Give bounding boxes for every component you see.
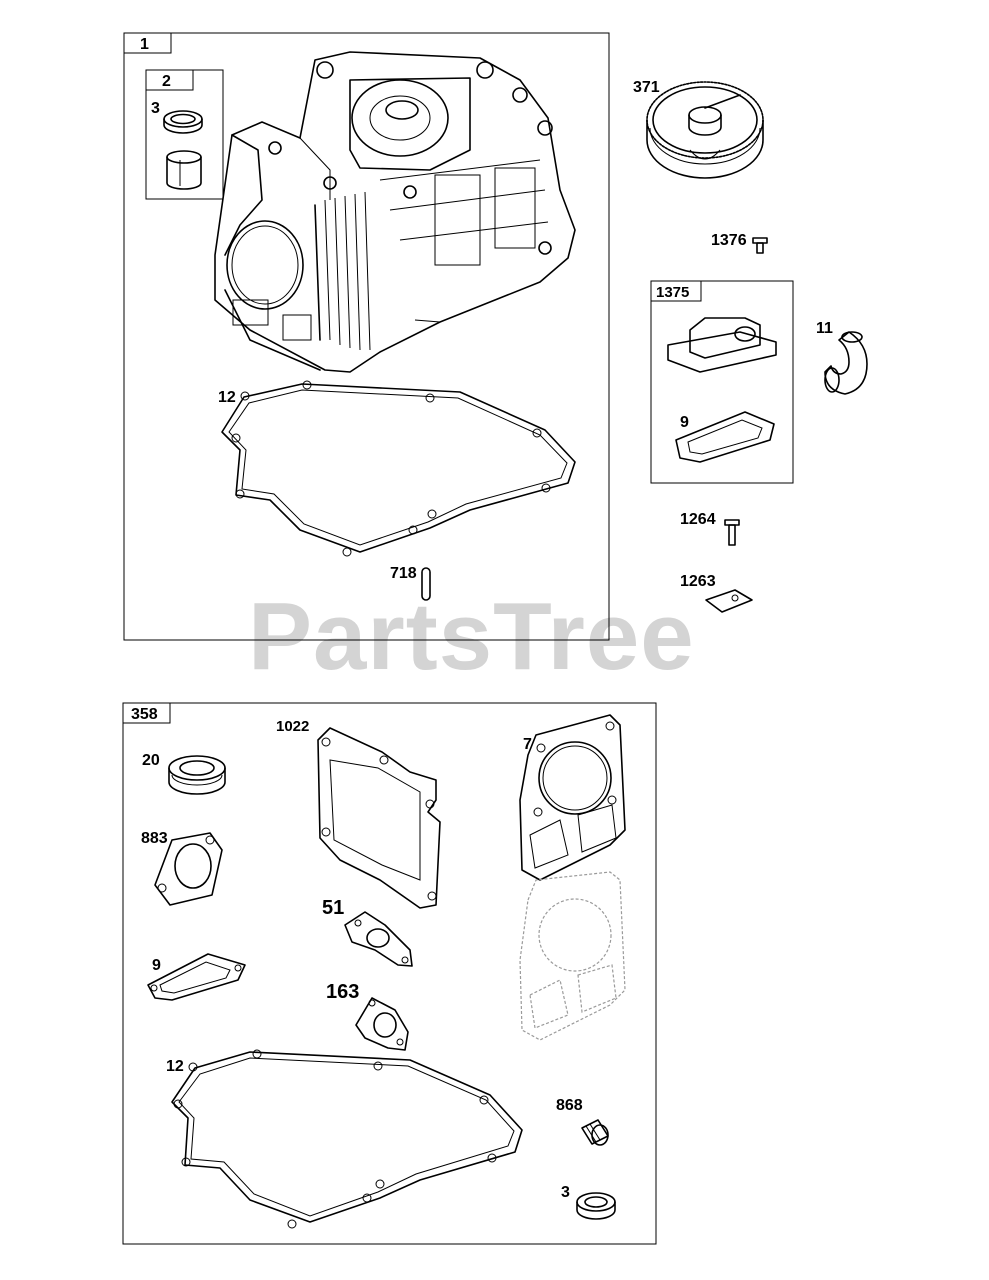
screw-1264-part: 1264 (680, 511, 740, 546)
callout-7: 7 (523, 736, 532, 753)
gasket-1022-part: 1022 (276, 718, 441, 909)
callout-12-bottom: 12 (166, 1058, 184, 1075)
callout-163: 163 (326, 981, 359, 1003)
gasket-9-bottom-part: 9 (147, 953, 246, 1001)
breather-cover-part (667, 317, 777, 373)
group-1-box: 1 (123, 32, 610, 641)
callout-1022: 1022 (276, 718, 309, 735)
gasket-12-top-part: 12 (218, 380, 576, 557)
plug-868-part: 868 (556, 1097, 609, 1146)
gasket-163-part: 163 (326, 981, 409, 1051)
callout-868: 868 (556, 1097, 583, 1114)
group-1-label: 1 (140, 36, 149, 53)
callout-1263: 1263 (680, 573, 716, 590)
group-2-box: 2 3 (145, 69, 224, 200)
callout-1376: 1376 (711, 232, 747, 249)
cam-gear-371-part: 371 (633, 79, 764, 179)
callout-3-top: 3 (151, 100, 160, 117)
breather-gasket-part (675, 411, 775, 463)
hose-11-part: 11 (816, 320, 868, 395)
seal-ring-part (163, 110, 203, 134)
plate-1263-part: 1263 (680, 573, 753, 613)
gasket-12-bottom-part: 12 (166, 1049, 523, 1229)
group-358-label: 358 (131, 706, 158, 723)
seal-3-bottom-part: 3 (561, 1184, 616, 1220)
bushing-part (166, 150, 202, 190)
gasket-51-part: 51 (322, 897, 413, 967)
gasket-883-part: 883 (141, 830, 223, 906)
callout-9-top: 9 (680, 414, 689, 431)
group-2-label: 2 (162, 73, 171, 90)
group-1375-label: 1375 (656, 284, 689, 301)
callout-883: 883 (141, 830, 168, 847)
watermark: PartsTree (248, 583, 695, 690)
seal-20-part: 20 (142, 752, 226, 795)
callout-371: 371 (633, 79, 660, 96)
callout-11: 11 (816, 320, 833, 337)
callout-9-bottom: 9 (152, 957, 161, 974)
callout-1264: 1264 (680, 511, 716, 528)
group-1375-box: 1375 9 (650, 280, 794, 484)
callout-12-top: 12 (218, 389, 236, 406)
screw-1376-part: 1376 (711, 232, 768, 254)
callout-3-bottom: 3 (561, 1184, 570, 1201)
callout-718: 718 (390, 565, 417, 582)
head-gasket-7-part: 7 (519, 714, 626, 881)
group-358-box: 358 (122, 702, 657, 1245)
dowel-pin-718-part: 718 (390, 565, 431, 601)
head-gasket-ghost-part (519, 871, 626, 1041)
callout-51: 51 (322, 897, 344, 919)
crankcase-block-part (214, 51, 576, 373)
callout-20: 20 (142, 752, 160, 769)
